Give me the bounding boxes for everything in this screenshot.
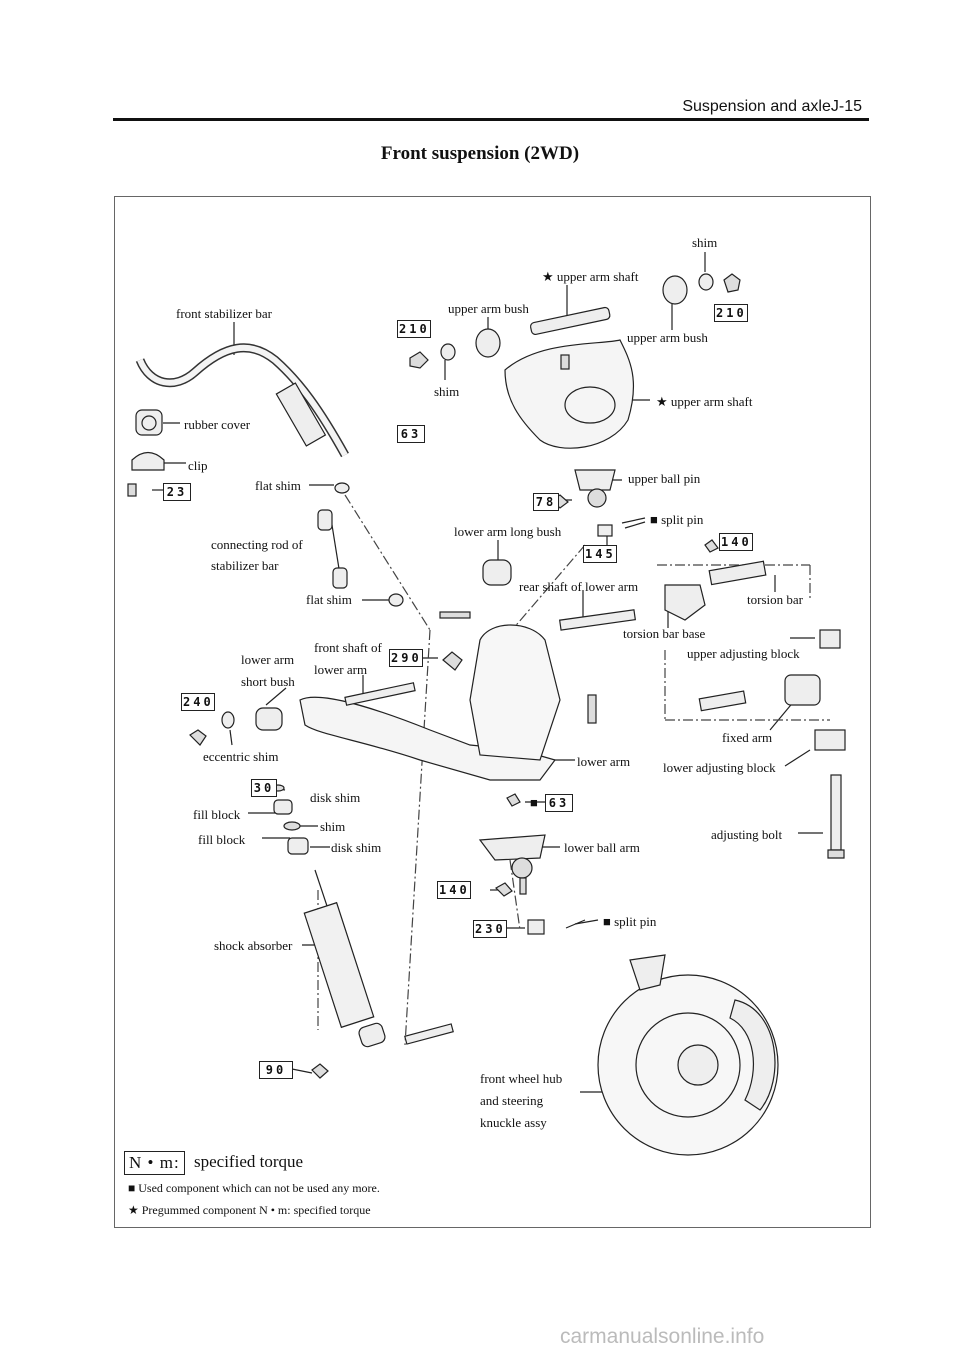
label-lower-ball-arm: lower ball arm (564, 840, 640, 855)
label-shock-absorber: shock absorber (214, 938, 293, 953)
label-rubber-cover: rubber cover (184, 417, 251, 432)
torque-140-upper: 140 (719, 533, 753, 551)
torque-90: 90 (259, 1061, 293, 1079)
torque-240: 240 (181, 693, 215, 711)
label-torsion-bar-base: torsion bar base (623, 626, 706, 641)
label-shim-left: shim (434, 384, 460, 399)
label-lower-arm: lower arm (577, 754, 631, 769)
label-torsion-bar: torsion bar (747, 592, 803, 607)
torque-290: 290 (389, 649, 423, 667)
legend-unit-box: N • m: (124, 1151, 185, 1175)
label-adjusting-bolt: adjusting bolt (711, 827, 783, 842)
label-fill-block-2: fill block (198, 832, 246, 847)
label-connecting-rod-2: stabilizer bar (211, 558, 279, 573)
label-front-shaft-1: front shaft of (314, 640, 382, 655)
label-lower-arm-short-2: short bush (241, 674, 295, 689)
label-clip: clip (188, 458, 208, 473)
label-flat-shim-1: flat shim (255, 478, 301, 493)
label-split-pin-2: ■ split pin (603, 914, 657, 929)
legend-star-line: ★ Pregummed component N • m: specified t… (128, 1203, 371, 1217)
legend-unit-text: specified torque (194, 1152, 304, 1171)
label-rear-shaft-lower-arm: rear shaft of lower arm (519, 579, 639, 594)
label-front-wheel-2: and steering (480, 1093, 544, 1108)
label-shim-top: shim (692, 235, 718, 250)
label-flat-shim-2: flat shim (306, 592, 352, 607)
label-upper-adjusting-block: upper adjusting block (687, 646, 800, 661)
label-fill-block-1: fill block (193, 807, 241, 822)
label-lower-adjusting-block: lower adjusting block (663, 760, 776, 775)
label-eccentric-shim: eccentric shim (203, 749, 279, 764)
torque-63-lower: 63 (545, 794, 573, 812)
torque-63-upper: 63 (397, 425, 425, 443)
torque-78: 78 (533, 493, 559, 511)
label-lower-arm-long-bush: lower arm long bush (454, 524, 562, 539)
label-fixed-arm: fixed arm (722, 730, 773, 745)
label-front-wheel-3: knuckle assy (480, 1115, 547, 1130)
torque-210-right: 210 (714, 304, 748, 322)
label-upper-arm-shaft-top: ★ upper arm shaft (542, 269, 639, 284)
label-front-wheel-1: front wheel hub (480, 1071, 563, 1086)
torque-145: 145 (583, 545, 617, 563)
torque-210-left: 210 (397, 320, 431, 338)
torque-140-lower: 140 (437, 881, 471, 899)
label-split-pin-1: ■ split pin (650, 512, 704, 527)
label-upper-arm-bush-right: upper arm bush (627, 330, 708, 345)
diagram-frame (114, 196, 871, 1228)
label-shim-mid: shim (320, 819, 346, 834)
label-upper-arm-shaft-right: ★ upper arm shaft (656, 394, 753, 409)
label-front-stabilizer-bar: front stabilizer bar (176, 306, 273, 321)
label-upper-ball-pin: upper ball pin (628, 471, 701, 486)
torque-230: 230 (473, 920, 507, 938)
label-front-shaft-2: lower arm (314, 662, 368, 677)
label-disk-shim-2: disk shim (331, 840, 382, 855)
torque-23: 23 (163, 483, 191, 501)
label-lower-arm-short-1: lower arm (241, 652, 295, 667)
torque-30: 30 (251, 779, 277, 797)
header-rule (113, 118, 869, 121)
label-upper-arm-bush-left: upper arm bush (448, 301, 529, 316)
page-title: Front suspension (2WD) (380, 143, 580, 164)
legend-square-line: ■ Used component which can not be used a… (128, 1181, 380, 1195)
label-connecting-rod-1: connecting rod of (211, 537, 303, 552)
lower-63-square-icon: ■ (530, 795, 538, 810)
page-header: Suspension and axleJ-15 (682, 98, 862, 115)
watermark: carmanualsonline.info (560, 1325, 765, 1348)
label-disk-shim-1: disk shim (310, 790, 361, 805)
